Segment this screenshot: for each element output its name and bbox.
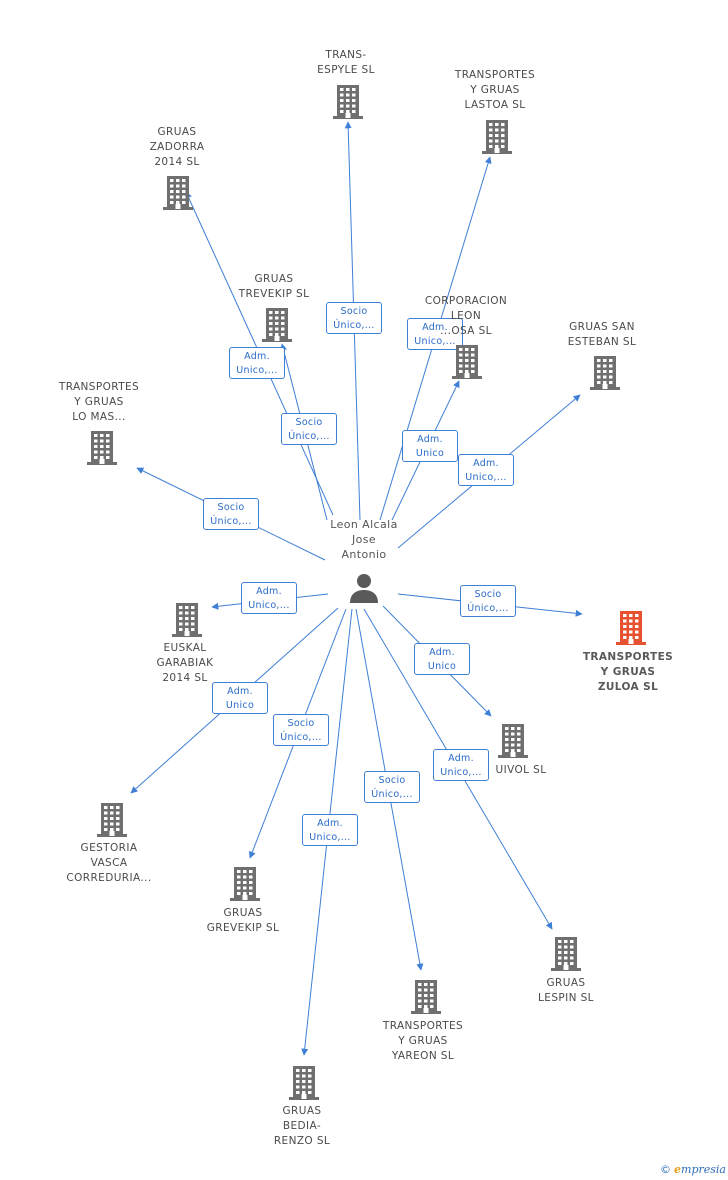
building-icon[interactable] bbox=[498, 724, 528, 762]
building-icon[interactable] bbox=[172, 603, 202, 641]
company-name-gruas-bedia-renzo[interactable]: GRUAS BEDIA- RENZO SL bbox=[273, 1105, 331, 1147]
company-name-gruas-san-esteban[interactable]: GRUAS SAN ESTEBAN SL bbox=[567, 321, 637, 348]
building-icon[interactable] bbox=[230, 867, 260, 905]
relation-label-corporacion-leon[interactable]: Adm. Unico bbox=[402, 430, 458, 462]
company-name-corporacion-leon[interactable]: CORPORACION LEON ...OSA SL bbox=[424, 295, 508, 337]
relation-label-gestoria-vasca[interactable]: Adm. Unico bbox=[212, 682, 268, 714]
brand-e: e bbox=[674, 1163, 682, 1176]
company-name-transportes-lastoa[interactable]: TRANSPORTES Y GRUAS LASTOA SL bbox=[454, 69, 536, 111]
building-icon[interactable] bbox=[262, 308, 292, 346]
person-icon[interactable] bbox=[349, 572, 379, 608]
relation-label-uivol[interactable]: Adm. Unico bbox=[414, 643, 470, 675]
relation-label-gruas-bedia-renzo[interactable]: Adm. Unico,... bbox=[302, 814, 358, 846]
relation-label-transportes-zuloa[interactable]: Socio Único,... bbox=[460, 585, 516, 617]
relation-label-gruas-grevekip[interactable]: Socio Único,... bbox=[273, 714, 329, 746]
relation-label-gruas-san-esteban[interactable]: Adm. Unico,... bbox=[458, 454, 514, 486]
building-icon[interactable] bbox=[411, 980, 441, 1018]
copyright-symbol: © bbox=[660, 1163, 672, 1176]
company-name-gruas-trevekip[interactable]: GRUAS TREVEKIP SL bbox=[238, 273, 310, 300]
relation-label-euskal-garabiak[interactable]: Adm. Unico,... bbox=[241, 582, 297, 614]
company-name-gruas-lespin[interactable]: GRUAS LESPIN SL bbox=[538, 977, 594, 1004]
company-name-gruas-grevekip[interactable]: GRUAS GREVEKIP SL bbox=[206, 907, 280, 934]
relation-label-trans-espyle[interactable]: Socio Único,... bbox=[326, 302, 382, 334]
building-icon[interactable] bbox=[551, 937, 581, 975]
building-icon[interactable] bbox=[97, 803, 127, 841]
building-icon[interactable] bbox=[452, 345, 482, 383]
building-icon[interactable] bbox=[333, 85, 363, 123]
relation-label-gruas-trevekip[interactable]: Socio Único,... bbox=[281, 413, 337, 445]
company-name-transportes-lo-mas[interactable]: TRANSPORTES Y GRUAS LO MAS... bbox=[58, 381, 140, 423]
building-icon[interactable] bbox=[482, 120, 512, 158]
company-name-gestoria-vasca[interactable]: GESTORIA VASCA CORREDURIA... bbox=[66, 842, 152, 884]
building-icon[interactable] bbox=[289, 1066, 319, 1104]
company-name-uivol[interactable]: UIVOL SL bbox=[495, 764, 547, 776]
brand-logo[interactable]: ©empresia bbox=[660, 1163, 726, 1176]
company-name-transportes-yareon[interactable]: TRANSPORTES Y GRUAS YAREON SL bbox=[382, 1020, 464, 1062]
company-name-transportes-zuloa[interactable]: TRANSPORTES Y GRUAS ZULOA SL bbox=[582, 651, 674, 693]
relation-label-gruas-lespin[interactable]: Adm. Unico,... bbox=[433, 749, 489, 781]
company-name-euskal-garabiak[interactable]: EUSKAL GARABIAK 2014 SL bbox=[156, 642, 214, 684]
brand-name: mpresia bbox=[681, 1163, 726, 1176]
center-person-name: Leon Alcala Jose Antonio bbox=[330, 518, 398, 561]
building-icon[interactable] bbox=[87, 431, 117, 469]
relation-label-transportes-lo-mas[interactable]: Socio Único,... bbox=[203, 498, 259, 530]
relation-label-gruas-zadorra[interactable]: Adm. Unico,... bbox=[229, 347, 285, 379]
company-name-trans-espyle[interactable]: TRANS- ESPYLE SL bbox=[317, 49, 375, 76]
building-icon[interactable] bbox=[616, 611, 646, 649]
building-icon[interactable] bbox=[163, 176, 193, 214]
company-name-gruas-zadorra[interactable]: GRUAS ZADORRA 2014 SL bbox=[149, 126, 205, 168]
building-icon[interactable] bbox=[590, 356, 620, 394]
relation-label-transportes-lastoa[interactable]: Adm. Unico,... bbox=[407, 318, 463, 350]
relation-label-transportes-yareon[interactable]: Socio Único,... bbox=[364, 771, 420, 803]
